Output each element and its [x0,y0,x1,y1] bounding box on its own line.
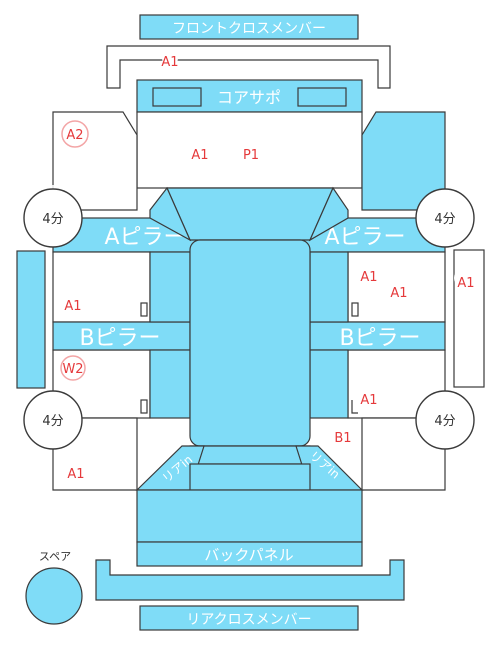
code-right-front-door-2: A1 [390,286,407,301]
windshield[interactable] [166,187,334,241]
left-front-handle [140,302,148,317]
code-right-step: A1 [457,276,474,291]
code-left-front-fender: A2 [66,128,83,143]
b-pillar-right-label: Bピラー [339,326,420,351]
a-pillar-right-label: Aピラー [324,225,405,250]
tire-front-left[interactable]: 4分 [23,188,83,248]
code-right-quarter: B1 [334,431,351,446]
code-front-cross: A1 [161,55,178,70]
rear-cross-member[interactable]: リアクロスメンバー [139,605,359,631]
core-support[interactable]: コアサポ [136,79,363,113]
tire-rear-right[interactable]: 4分 [415,390,475,450]
tire-rear-right-label: 4分 [434,414,455,429]
tire-rear-left-label: 4分 [42,414,63,429]
back-panel-label: バックパネル [204,546,293,564]
left-sill-front[interactable] [149,251,191,323]
tire-front-right[interactable]: 4分 [415,188,475,248]
code-right-rear-door: A1 [360,393,377,408]
left-rear-handle [140,399,148,414]
code-circle-left-rear [60,355,86,381]
b-pillar-right[interactable]: Bピラー [309,321,446,351]
b-pillar-left[interactable]: Bピラー [52,321,191,351]
right-front-fender[interactable] [361,111,446,211]
spare-tire[interactable]: スペア [25,550,83,625]
right-rear-handle [351,400,358,414]
code-left-front-door: A1 [64,299,81,314]
right-front-door[interactable] [347,251,446,323]
code-right-front-door-1: A1 [360,270,377,285]
right-front-handle [351,302,359,317]
code-left-rear-door: W2 [62,362,83,377]
right-sill-front[interactable] [309,251,349,323]
trunk-inner[interactable] [189,463,311,491]
front-cross-member[interactable]: フロントクロスメンバー [139,14,359,40]
roof-right-slope[interactable] [308,186,349,242]
right-step-gap [454,266,478,290]
left-step[interactable] [16,250,46,389]
b-pillar-left-label: Bピラー [79,326,160,351]
tire-front-left-label: 4分 [42,212,63,227]
front-bumper-bracket[interactable] [106,45,391,89]
tire-rear-left[interactable]: 4分 [23,390,83,450]
rear-bumper[interactable] [95,559,405,601]
roof-left-slope[interactable] [149,186,192,242]
tire-front-right-label: 4分 [434,212,455,227]
core-support-label: コアサポ [217,88,281,107]
code-hood-a: A1 [191,148,208,163]
trunk-lid[interactable] [136,489,363,543]
roof[interactable] [189,239,311,447]
left-sill-rear[interactable] [149,349,191,419]
spare-tire-label: スペア [39,550,71,563]
front-cross-member-label: フロントクロスメンバー [172,21,326,37]
rear-cross-member-label: リアクロスメンバー [186,612,311,628]
code-hood-p: P1 [243,148,259,163]
right-sill-rear[interactable] [309,349,349,419]
back-panel[interactable]: バックパネル [136,541,363,567]
front-bumper-gap [162,50,178,66]
code-circle-left-fender [61,120,89,148]
code-left-quarter: A1 [67,467,84,482]
